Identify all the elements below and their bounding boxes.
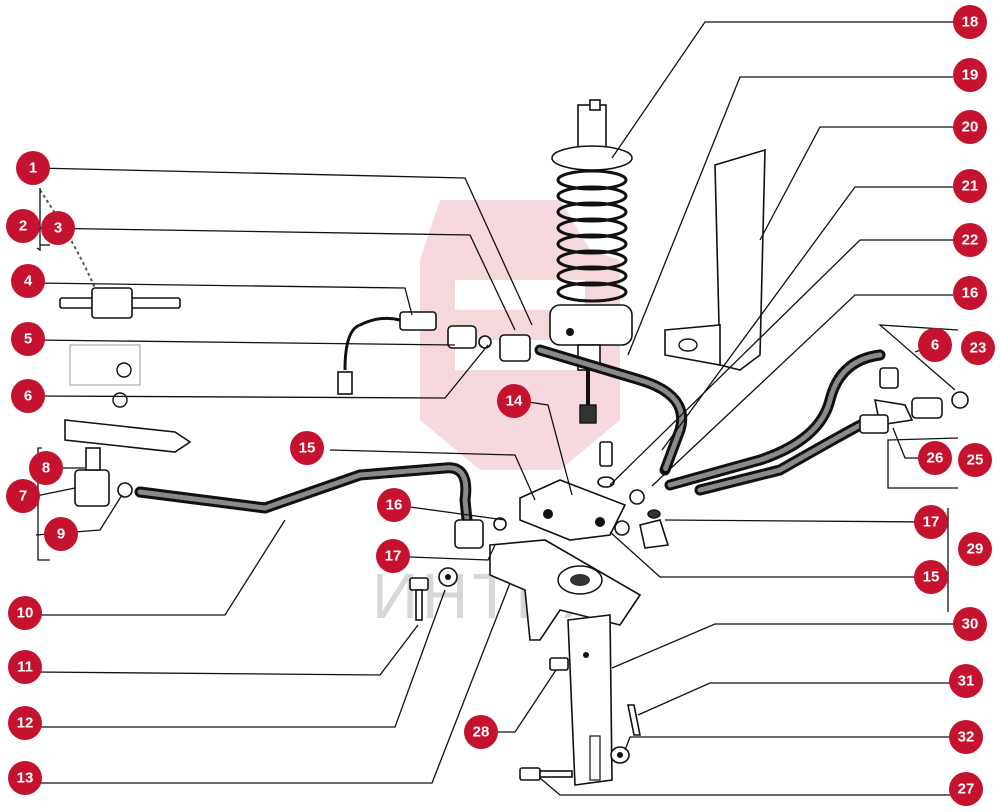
svg-text:16: 16 — [962, 285, 979, 302]
callout-19: 19 — [953, 58, 987, 92]
spring-assembly — [549, 99, 633, 424]
svg-text:8: 8 — [42, 460, 50, 477]
callout-22: 22 — [953, 223, 987, 257]
distribution-block — [519, 441, 670, 549]
callout-4: 4 — [11, 264, 45, 298]
lower-hose — [74, 447, 507, 549]
left-fittings — [337, 311, 531, 395]
svg-text:6: 6 — [24, 388, 32, 405]
svg-text:6: 6 — [931, 337, 939, 354]
svg-text:16: 16 — [386, 497, 403, 514]
callout-15-right: 15 — [914, 560, 948, 594]
callout-28: 28 — [464, 715, 498, 749]
svg-text:12: 12 — [17, 715, 34, 732]
callout-16-left: 16 — [377, 488, 411, 522]
callout-17-left: 17 — [376, 539, 410, 573]
bracket-plate — [664, 148, 766, 371]
callout-8: 8 — [29, 451, 63, 485]
svg-text:14: 14 — [506, 393, 523, 410]
callout-32: 32 — [949, 720, 983, 754]
svg-text:3: 3 — [54, 220, 62, 237]
callout-3: 3 — [41, 211, 75, 245]
mounting-bracket — [409, 539, 642, 641]
callout-6-right: 6 — [918, 328, 952, 362]
svg-text:1: 1 — [29, 160, 37, 177]
callout-23: 23 — [961, 331, 995, 365]
callout-10: 10 — [8, 596, 42, 630]
callout-18: 18 — [953, 5, 987, 39]
svg-text:11: 11 — [17, 659, 33, 676]
callout-27: 27 — [949, 772, 983, 806]
svg-text:27: 27 — [958, 781, 975, 798]
svg-text:7: 7 — [19, 488, 27, 505]
callout-12: 12 — [8, 706, 42, 740]
svg-text:23: 23 — [970, 340, 987, 357]
callout-30: 30 — [953, 607, 987, 641]
callout-21: 21 — [953, 169, 987, 203]
svg-text:31: 31 — [958, 673, 975, 690]
left-accessories — [39, 189, 192, 453]
callout-1: 1 — [16, 151, 50, 185]
svg-text:2: 2 — [19, 218, 27, 235]
callout-9: 9 — [44, 517, 78, 551]
svg-text:4: 4 — [24, 273, 33, 290]
svg-text:29: 29 — [967, 541, 984, 558]
callout-16-right: 16 — [953, 276, 987, 310]
callout-15-left: 15 — [290, 431, 324, 465]
callout-26: 26 — [918, 441, 952, 475]
callout-7: 7 — [6, 479, 40, 513]
callout-20: 20 — [953, 110, 987, 144]
callout-25: 25 — [958, 443, 992, 477]
leader-lines — [35, 21, 959, 796]
callout-5: 5 — [11, 322, 45, 356]
callout-6-left: 6 — [11, 379, 45, 413]
callout-17-right: 17 — [914, 505, 948, 539]
svg-text:20: 20 — [962, 119, 979, 136]
svg-text:30: 30 — [962, 616, 979, 633]
svg-text:25: 25 — [967, 452, 984, 469]
svg-text:17: 17 — [923, 514, 940, 531]
callout-13: 13 — [8, 761, 42, 795]
svg-text:32: 32 — [958, 729, 975, 746]
callout-2: 2 — [6, 209, 40, 243]
lower-column — [519, 614, 641, 786]
callout-29: 29 — [958, 532, 992, 566]
right-fittings — [859, 367, 969, 434]
svg-text:5: 5 — [24, 331, 32, 348]
callout-14: 14 — [497, 384, 531, 418]
callout-31: 31 — [949, 664, 983, 698]
svg-text:13: 13 — [17, 770, 34, 787]
svg-text:17: 17 — [385, 548, 402, 565]
svg-text:10: 10 — [17, 605, 34, 622]
svg-text:15: 15 — [299, 440, 316, 457]
svg-text:18: 18 — [962, 14, 979, 31]
svg-text:22: 22 — [962, 232, 979, 249]
svg-text:19: 19 — [962, 67, 979, 84]
svg-text:21: 21 — [962, 178, 979, 195]
svg-text:28: 28 — [473, 724, 490, 741]
svg-text:15: 15 — [923, 569, 940, 586]
svg-text:9: 9 — [57, 526, 65, 543]
callout-11: 11 — [8, 650, 42, 684]
svg-text:26: 26 — [927, 450, 944, 467]
